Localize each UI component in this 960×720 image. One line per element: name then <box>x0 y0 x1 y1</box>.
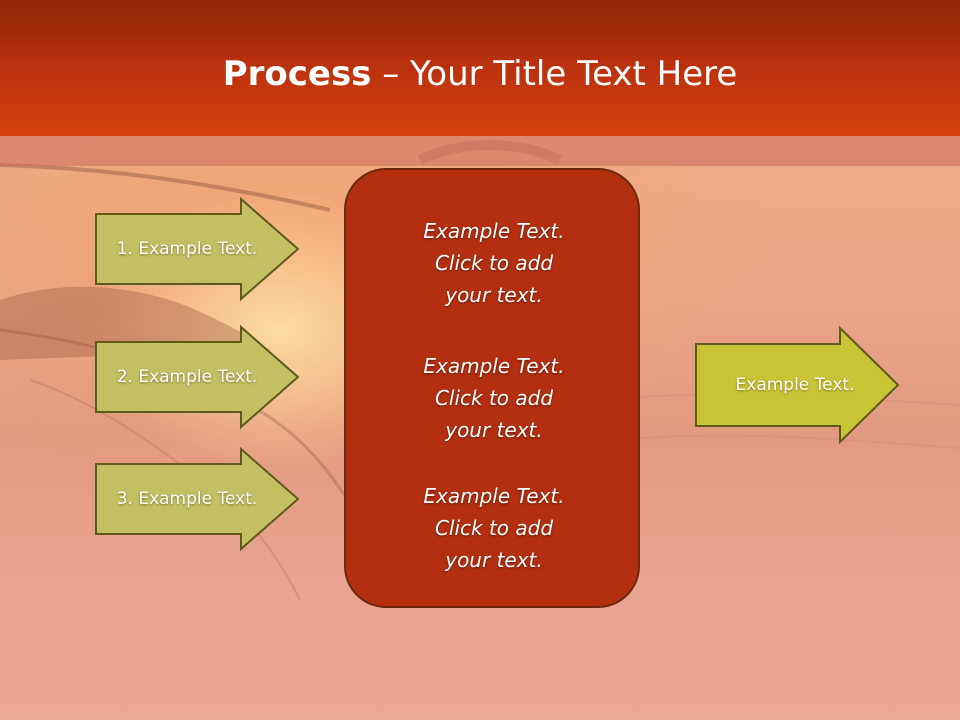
title-bold: Process <box>222 54 372 94</box>
center-line: Click to add <box>434 251 554 275</box>
center-line: your text. <box>445 548 543 572</box>
header-band <box>0 136 960 166</box>
step-label-3: 3. Example Text. <box>116 489 258 509</box>
step-label-2: 2. Example Text. <box>116 367 258 387</box>
arrow-right-icon <box>95 446 300 552</box>
center-text-box[interactable]: Example Text. Click to add your text. Ex… <box>344 168 640 608</box>
center-line: Example Text. <box>423 354 565 378</box>
center-line: Click to add <box>434 386 554 410</box>
center-line: Example Text. <box>423 484 565 508</box>
center-line: Example Text. <box>423 219 565 243</box>
center-line: your text. <box>445 418 543 442</box>
arrow-right-icon <box>695 325 900 445</box>
result-arrow[interactable]: Example Text. <box>695 325 900 445</box>
result-label: Example Text. <box>735 375 855 395</box>
center-block-3: Example Text. Click to add your text. <box>346 480 642 576</box>
arrow-right-icon <box>95 324 300 430</box>
step-label-1: 1. Example Text. <box>116 239 258 259</box>
center-block-1: Example Text. Click to add your text. <box>346 215 642 311</box>
title-rest: – Your Title Text Here <box>371 54 738 94</box>
arrow-right-icon <box>95 196 300 302</box>
step-arrow-1[interactable]: 1. Example Text. <box>95 196 300 302</box>
step-arrow-3[interactable]: 3. Example Text. <box>95 446 300 552</box>
center-line: Click to add <box>434 516 554 540</box>
title-bar <box>0 0 960 136</box>
slide-title[interactable]: Process – Your Title Text Here <box>0 52 960 96</box>
step-arrow-2[interactable]: 2. Example Text. <box>95 324 300 430</box>
center-block-2: Example Text. Click to add your text. <box>346 350 642 446</box>
center-line: your text. <box>445 283 543 307</box>
